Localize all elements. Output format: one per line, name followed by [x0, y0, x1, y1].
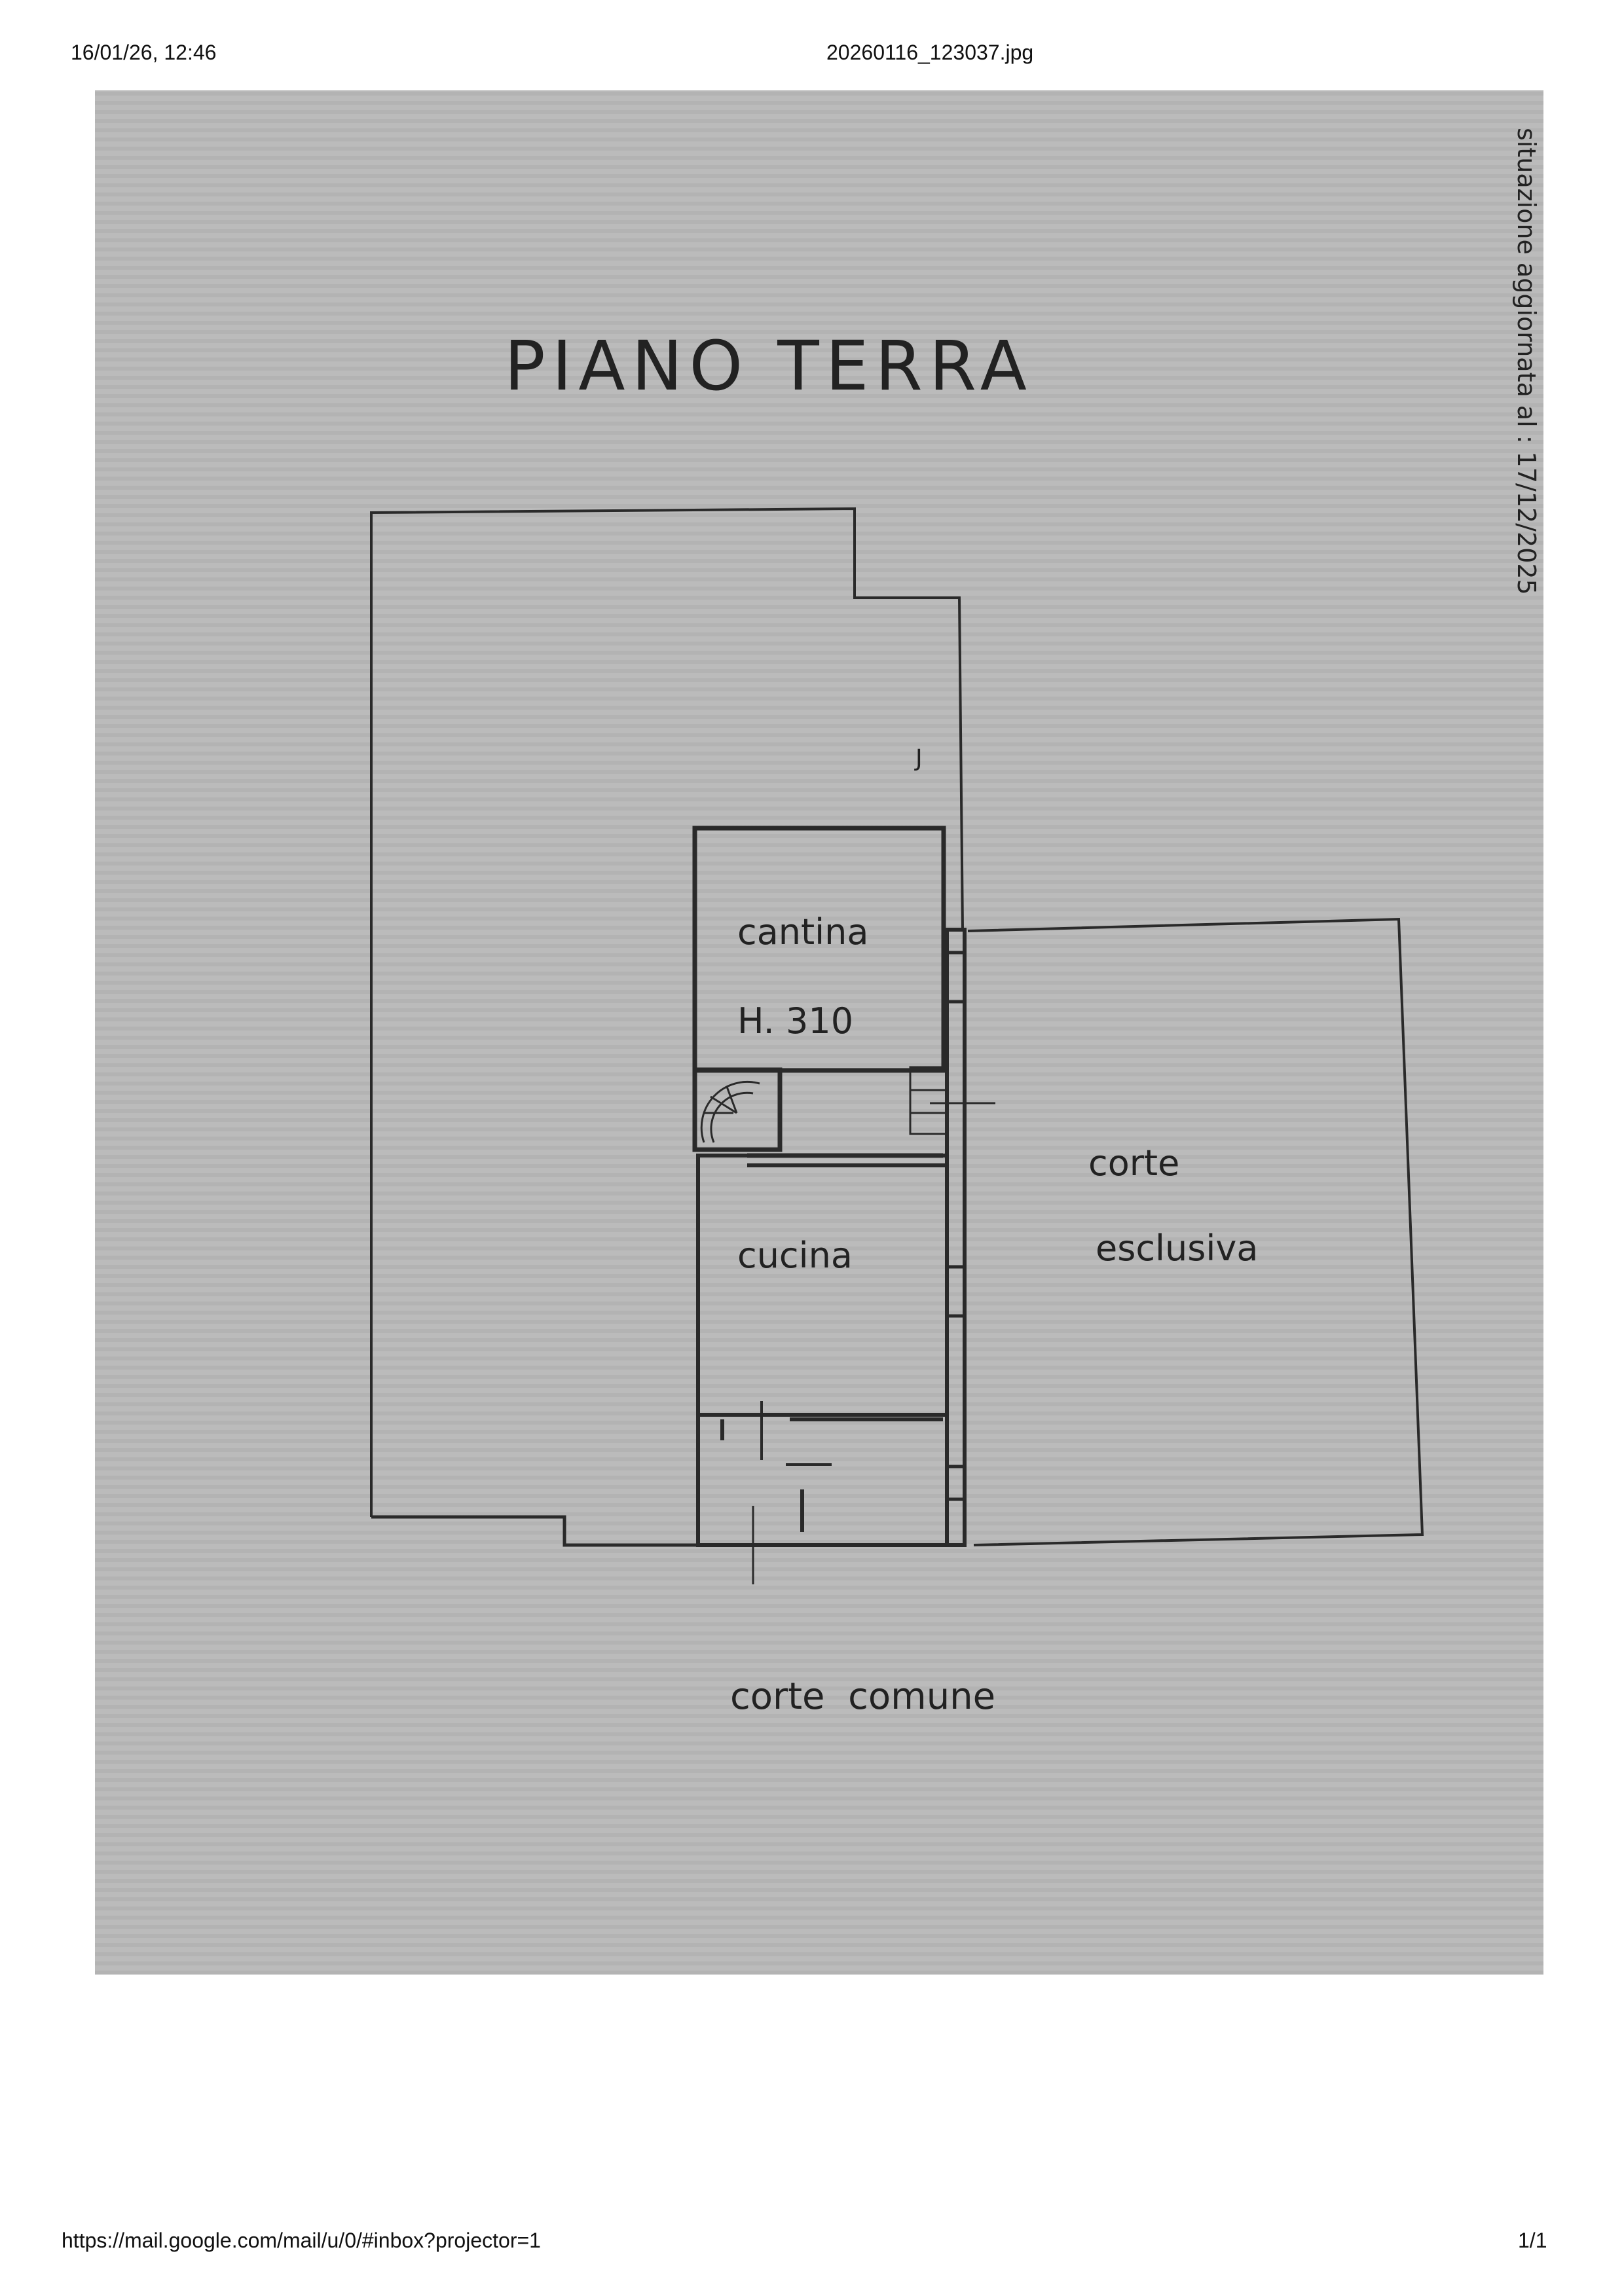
- plan-title: PIANO TERRA: [504, 326, 1033, 406]
- room-height-label: H. 310: [737, 1000, 853, 1042]
- scanned-floor-plan: [95, 90, 1543, 1975]
- area-label-corte-comune: corte comune: [730, 1675, 995, 1718]
- print-url: https://mail.google.com/mail/u/0/#inbox?…: [62, 2229, 541, 2252]
- corte-esclusiva-boundary: [967, 917, 1424, 1546]
- room-label-cucina: cucina: [737, 1235, 853, 1276]
- house-walls: J: [692, 745, 995, 1584]
- lot-boundary: [370, 507, 964, 1517]
- print-filename: 20260116_123037.jpg: [826, 41, 1034, 64]
- lot-boundary-bottom: [371, 1515, 723, 1547]
- update-note: situazione aggiornata al : 17/12/2025: [1512, 128, 1541, 595]
- print-page-number: 1/1: [1518, 2229, 1547, 2252]
- area-label-esclusiva: esclusiva: [1096, 1228, 1258, 1269]
- print-datetime: 16/01/26, 12:46: [71, 41, 217, 64]
- svg-text:J: J: [914, 745, 923, 772]
- room-label-cantina: cantina: [737, 911, 869, 953]
- area-label-corte: corte: [1088, 1142, 1179, 1184]
